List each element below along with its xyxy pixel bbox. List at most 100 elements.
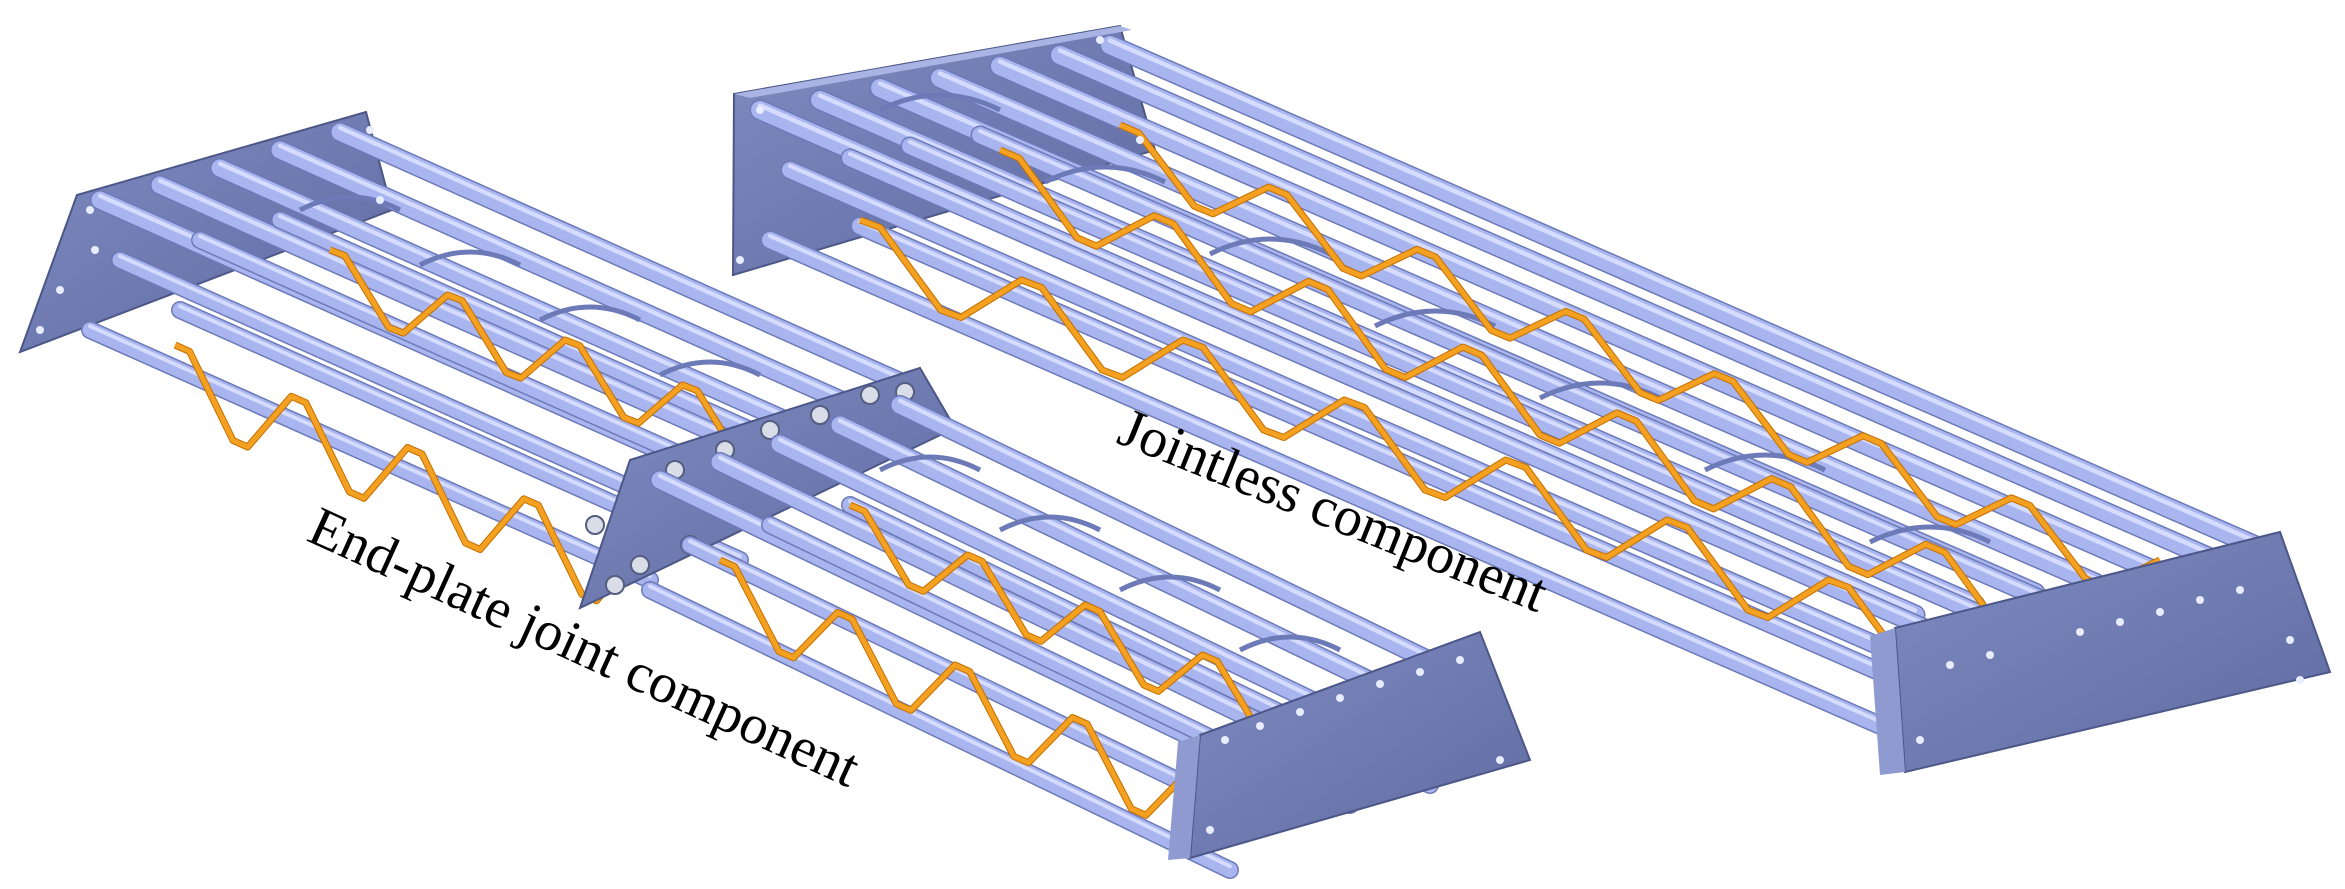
jointless-stirrup xyxy=(1703,452,1827,473)
jointless-stirrup xyxy=(1043,164,1167,185)
jointless-longitudinal-bars xyxy=(749,34,2276,755)
plate-hole xyxy=(86,206,94,214)
plate-hole xyxy=(376,196,384,204)
end-plate-seg1-bar xyxy=(211,159,789,427)
jointless-stirrup xyxy=(1868,524,1992,545)
plate-hole xyxy=(1096,36,1104,44)
end-plate-joint-component xyxy=(18,110,1532,879)
end-plate-seg2-stirrup xyxy=(998,514,1102,533)
end-plate-seg1-bar xyxy=(271,141,849,409)
end-plate-seg2-bar xyxy=(891,396,1489,694)
plate-hole xyxy=(366,126,374,134)
plate-hole xyxy=(1221,736,1229,744)
end-plate-seg1-stirrup xyxy=(298,194,402,213)
jointless-bar xyxy=(902,138,2073,659)
end-plate-seg1-bar-highlight xyxy=(277,143,843,398)
plate-hole xyxy=(1136,136,1144,144)
end-plate-first-segment-truss xyxy=(173,246,803,605)
bolt xyxy=(630,555,650,575)
bolt xyxy=(585,515,605,535)
jointless-bar xyxy=(852,218,2023,739)
jointless-bar-highlight xyxy=(908,140,2067,649)
end-plate-seg1-bar-highlight xyxy=(118,254,682,509)
jointless-bar-highlight xyxy=(937,71,2098,581)
jointless-bar xyxy=(972,127,2143,648)
end-plate-seg2-stirrup xyxy=(1238,634,1342,653)
plate-hole xyxy=(2296,676,2304,684)
end-plate-front-end-plate xyxy=(1188,630,1532,860)
end-plate-seg2-stirrup xyxy=(1118,574,1222,593)
plate-hole xyxy=(1256,722,1264,730)
plate-hole xyxy=(1376,680,1384,688)
jointless-stirrup xyxy=(878,92,1002,113)
end-plate-front-end-plate-side xyxy=(1168,735,1200,860)
end-plate-seg1-bar-highlight xyxy=(337,125,903,380)
plate-hole xyxy=(1296,708,1304,716)
plate-hole xyxy=(2116,618,2124,626)
end-plate-seg2-truss xyxy=(849,502,1322,744)
jointless-bar-highlight xyxy=(817,93,1978,603)
end-plate-seg1-truss xyxy=(329,247,802,471)
end-plate-seg1-bar-highlight xyxy=(198,234,762,489)
jointless-front-end-plate-side xyxy=(1870,628,1905,775)
jointless-bar-highlight xyxy=(757,103,1918,613)
jointless-bar-highlight xyxy=(1057,48,2218,558)
end-plate-seg1-truss xyxy=(173,342,642,604)
jointless-bar-highlight xyxy=(1107,38,2268,548)
plate-hole xyxy=(1496,756,1504,764)
plate-hole xyxy=(756,106,764,114)
jointless-truss xyxy=(999,147,2082,643)
jointless-bar xyxy=(1101,36,2274,559)
plate-hole xyxy=(2236,586,2244,594)
end-plate-seg2-bar-highlight xyxy=(688,539,1272,824)
jointless-bar xyxy=(842,150,2013,671)
bolt xyxy=(760,420,780,440)
plate-hole xyxy=(1206,826,1214,834)
end-plate-second-segment-truss xyxy=(718,501,1323,819)
jointless-back-end-plate-top xyxy=(734,26,1132,98)
bolt xyxy=(605,575,625,595)
plate-hole xyxy=(56,286,64,294)
jointless-truss xyxy=(1119,122,2162,590)
plate-hole xyxy=(2286,636,2294,644)
plate-hole xyxy=(2156,608,2164,616)
jointless-truss xyxy=(859,217,1992,680)
plate-hole xyxy=(1416,668,1424,676)
jointless-stirrup xyxy=(1208,236,1332,257)
jointless-bar-highlight xyxy=(788,164,1947,673)
end-plate-seg1-bar xyxy=(331,123,909,391)
end-plate-seg2-bar-highlight xyxy=(648,584,1232,869)
end-plate-second-segment-bars xyxy=(641,395,1490,879)
end-plate-seg2-bar xyxy=(771,435,1369,733)
jointless-truss-reinforcement xyxy=(858,121,2162,681)
end-plate-seg2-bar-highlight xyxy=(777,437,1363,722)
plate-hole xyxy=(91,246,99,254)
plate-hole xyxy=(36,326,44,334)
end-plate-seg1-stirrup xyxy=(538,304,642,323)
plate-hole xyxy=(736,256,744,264)
plate-hole xyxy=(1986,651,1994,659)
plate-hole xyxy=(1916,736,1924,744)
end-plate-seg1-bar-highlight xyxy=(88,324,652,579)
jointless-bar-highlight xyxy=(978,129,2137,638)
jointless-component xyxy=(731,24,2332,775)
end-plate-seg1-bar xyxy=(112,252,688,518)
bolt xyxy=(810,405,830,425)
plate-hole xyxy=(1456,656,1464,664)
jointless-bar xyxy=(762,232,1933,753)
end-plate-seg2-bar-highlight xyxy=(897,398,1483,683)
end-plate-seg1-stirrup xyxy=(418,249,522,268)
end-plate-seg2-truss xyxy=(718,557,1192,818)
bolt xyxy=(860,385,880,405)
jointless-bar xyxy=(782,162,1953,683)
end-plate-seg2-stirrup xyxy=(878,454,982,473)
end-plate-seg2-bar-highlight xyxy=(837,418,1423,703)
plate-hole xyxy=(2196,596,2204,604)
plate-hole xyxy=(2076,628,2084,636)
end-plate-seg1-stirrup xyxy=(658,359,762,378)
end-plate-seg2-bar-highlight xyxy=(717,455,1303,740)
jointless-bar-highlight xyxy=(848,152,2007,661)
end-plate-seg2-bar xyxy=(642,582,1238,878)
end-plate-seg2-bar xyxy=(831,416,1429,714)
